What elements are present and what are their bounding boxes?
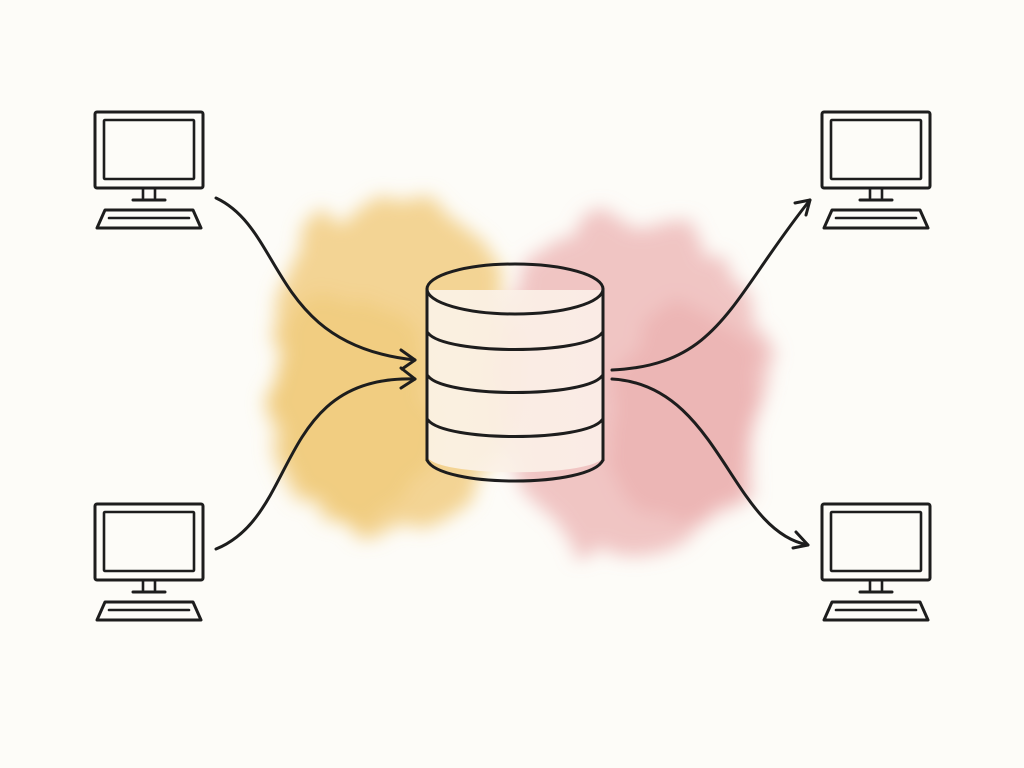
arrow-top-left-to-database bbox=[214, 196, 417, 362]
arrowhead bbox=[793, 198, 812, 217]
arrow-bottom-left-to-database bbox=[214, 377, 417, 551]
database-icon bbox=[425, 262, 605, 483]
arrow-database-to-top-right bbox=[610, 198, 812, 372]
arrowhead bbox=[399, 348, 417, 371]
flow-arrows bbox=[214, 196, 812, 551]
arrowhead bbox=[399, 366, 417, 390]
computer-icon bbox=[93, 502, 205, 622]
wash-left-yellow-extension bbox=[265, 300, 435, 520]
computer-icon bbox=[820, 502, 932, 622]
computer-icon bbox=[93, 110, 205, 230]
wash-right-pink-extension bbox=[610, 310, 760, 530]
database-body bbox=[427, 290, 604, 473]
computer-icon bbox=[820, 110, 932, 230]
arrow-database-to-bottom-right bbox=[610, 377, 810, 547]
arrowhead bbox=[791, 530, 810, 550]
